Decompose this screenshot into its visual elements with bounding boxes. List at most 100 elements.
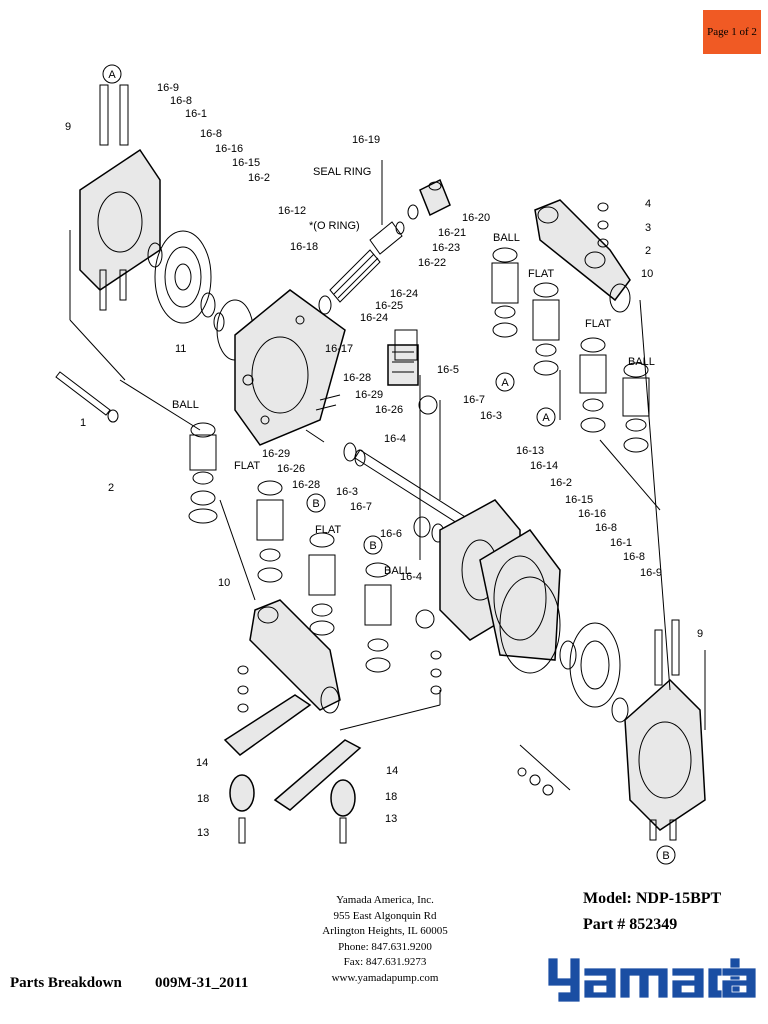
callout-16-4-b: 16-4 (400, 571, 422, 583)
callout-ball-top: BALL (493, 232, 520, 244)
callout-16-7-b: 16-7 (350, 501, 372, 513)
right-middle-chamber (439, 499, 629, 723)
callout-B-b: B (369, 540, 376, 552)
callout-16-24-a: 16-24 (390, 288, 418, 300)
callout-16-15-bottom: 16-15 (565, 494, 593, 506)
callout-16-20: 16-20 (462, 212, 490, 224)
check-valve-stack-top-b (532, 282, 560, 376)
company-city: Arlington Heights, IL 60005 (322, 925, 448, 937)
callout-14-left: 14 (196, 757, 208, 769)
callout-9-left: 9 (65, 121, 71, 133)
callout-16-13: 16-13 (516, 445, 544, 457)
callout-16-23: 16-23 (432, 242, 460, 254)
callout-16-14: 16-14 (530, 460, 558, 472)
callout-flat-center: FLAT (315, 524, 341, 536)
callout-16-8-bottom-a: 16-8 (595, 522, 617, 534)
callout-circle-B-a (306, 493, 326, 513)
callout-16-8-top-a: 16-8 (170, 95, 192, 107)
bottom-manifold (237, 599, 442, 714)
callout-16-12: 16-12 (278, 205, 306, 217)
company-street: 955 East Algonquin Rd (333, 909, 437, 922)
callout-3-top: 3 (645, 222, 651, 234)
model-number: Model: NDP-15BPT (583, 890, 722, 907)
check-valve-stack-left-a (188, 422, 218, 524)
part-number: Part # 852349 (583, 916, 678, 933)
callout-18-right: 18 (385, 791, 397, 803)
callout-16-28-b: 16-28 (292, 479, 320, 491)
callout-16-6: 16-6 (380, 528, 402, 540)
callout-circle-A-c (536, 407, 556, 427)
company-address-block: Yamada America, Inc. 955 East Algonquin … (310, 893, 460, 986)
callout-B-a: B (312, 498, 319, 510)
callout-16-24-b: 16-24 (360, 312, 388, 324)
callout-13-left: 13 (197, 827, 209, 839)
callout-16-4-a: 16-4 (384, 433, 406, 445)
check-valve-stack-left-b (256, 480, 284, 583)
parts-breakdown-label: Parts Breakdown (10, 975, 122, 991)
callout-16-28-a: 16-28 (343, 372, 371, 384)
callout-circle-A-top (102, 64, 122, 84)
callout-18-left: 18 (197, 793, 209, 805)
callout-9-right: 9 (697, 628, 703, 640)
check-valve-stack-right-a (579, 337, 607, 433)
callout-4-top: 4 (645, 198, 651, 210)
callout-flat-top: FLAT (528, 268, 554, 280)
callout-ball-left: BALL (172, 399, 199, 411)
callout-16-17: 16-17 (325, 343, 353, 355)
check-valve-stack-center-a (308, 532, 336, 636)
company-name: Yamada America, Inc. (336, 894, 434, 906)
callout-flat-left: FLAT (234, 460, 260, 472)
document-code: 009M-31_2011 (155, 975, 249, 991)
callout-16-7-a: 16-7 (463, 394, 485, 406)
callout-ball-right: BALL (628, 356, 655, 368)
yamada-logo (548, 957, 757, 1003)
right-outer-chamber (624, 619, 706, 841)
callout-ball-center: BALL (384, 565, 411, 577)
left-outer-chamber (69, 84, 161, 381)
company-fax: Fax: 847.631.9273 (343, 956, 427, 968)
callout-16-19: 16-19 (352, 134, 380, 146)
check-valve-stack-top-a (491, 247, 519, 338)
callout-16-26-b: 16-26 (277, 463, 305, 475)
callout-16-3-b: 16-3 (336, 486, 358, 498)
callout-13-right: 13 (385, 813, 397, 825)
callout-16-16-top: 16-16 (215, 143, 243, 155)
callout-16-3-a: 16-3 (480, 410, 502, 422)
callout-circle-A-b (495, 372, 515, 392)
callout-16-9-top: 16-9 (157, 82, 179, 94)
callout-16-2-bottom: 16-2 (550, 477, 572, 489)
callout-16-18: 16-18 (290, 241, 318, 253)
air-valve-assembly (318, 160, 451, 315)
callout-B-c: B (662, 850, 669, 862)
check-valve-stack-center-b (364, 562, 392, 673)
base-feet (223, 694, 362, 844)
check-valve-stack-right-b (622, 362, 650, 453)
callout-2-left: 2 (108, 482, 114, 494)
callout-11: 11 (175, 343, 186, 355)
callout-16-9-bottom: 16-9 (640, 567, 662, 579)
page-indicator-badge: Page 1 of 2 (703, 10, 761, 54)
pilot-valve-blocks (387, 329, 419, 386)
callout-circle-B-b (363, 535, 383, 555)
callout-16-22: 16-22 (418, 257, 446, 269)
callout-16-1-top: 16-1 (185, 108, 207, 120)
callout-16-8-top-b: 16-8 (200, 128, 222, 140)
callout-10-bottom: 10 (218, 577, 230, 589)
callout-flat-right: FLAT (585, 318, 611, 330)
callout-16-29-a: 16-29 (355, 389, 383, 401)
callout-16-15-top: 16-15 (232, 157, 260, 169)
callout-o-ring: *(O RING) (309, 220, 360, 232)
callout-16-29-b: 16-29 (262, 448, 290, 460)
callout-16-1-bottom: 16-1 (610, 537, 632, 549)
callout-16-21: 16-21 (438, 227, 466, 239)
side-fasteners (517, 744, 571, 796)
callout-2-top: 2 (645, 245, 651, 257)
callout-seal-ring: SEAL RING (313, 166, 371, 178)
callout-A-c: A (542, 412, 550, 424)
center-body-block (234, 289, 346, 446)
through-bolt (55, 371, 119, 423)
callout-16-16-bottom: 16-16 (578, 508, 606, 520)
callout-16-25: 16-25 (375, 300, 403, 312)
callout-A-b: A (501, 377, 509, 389)
